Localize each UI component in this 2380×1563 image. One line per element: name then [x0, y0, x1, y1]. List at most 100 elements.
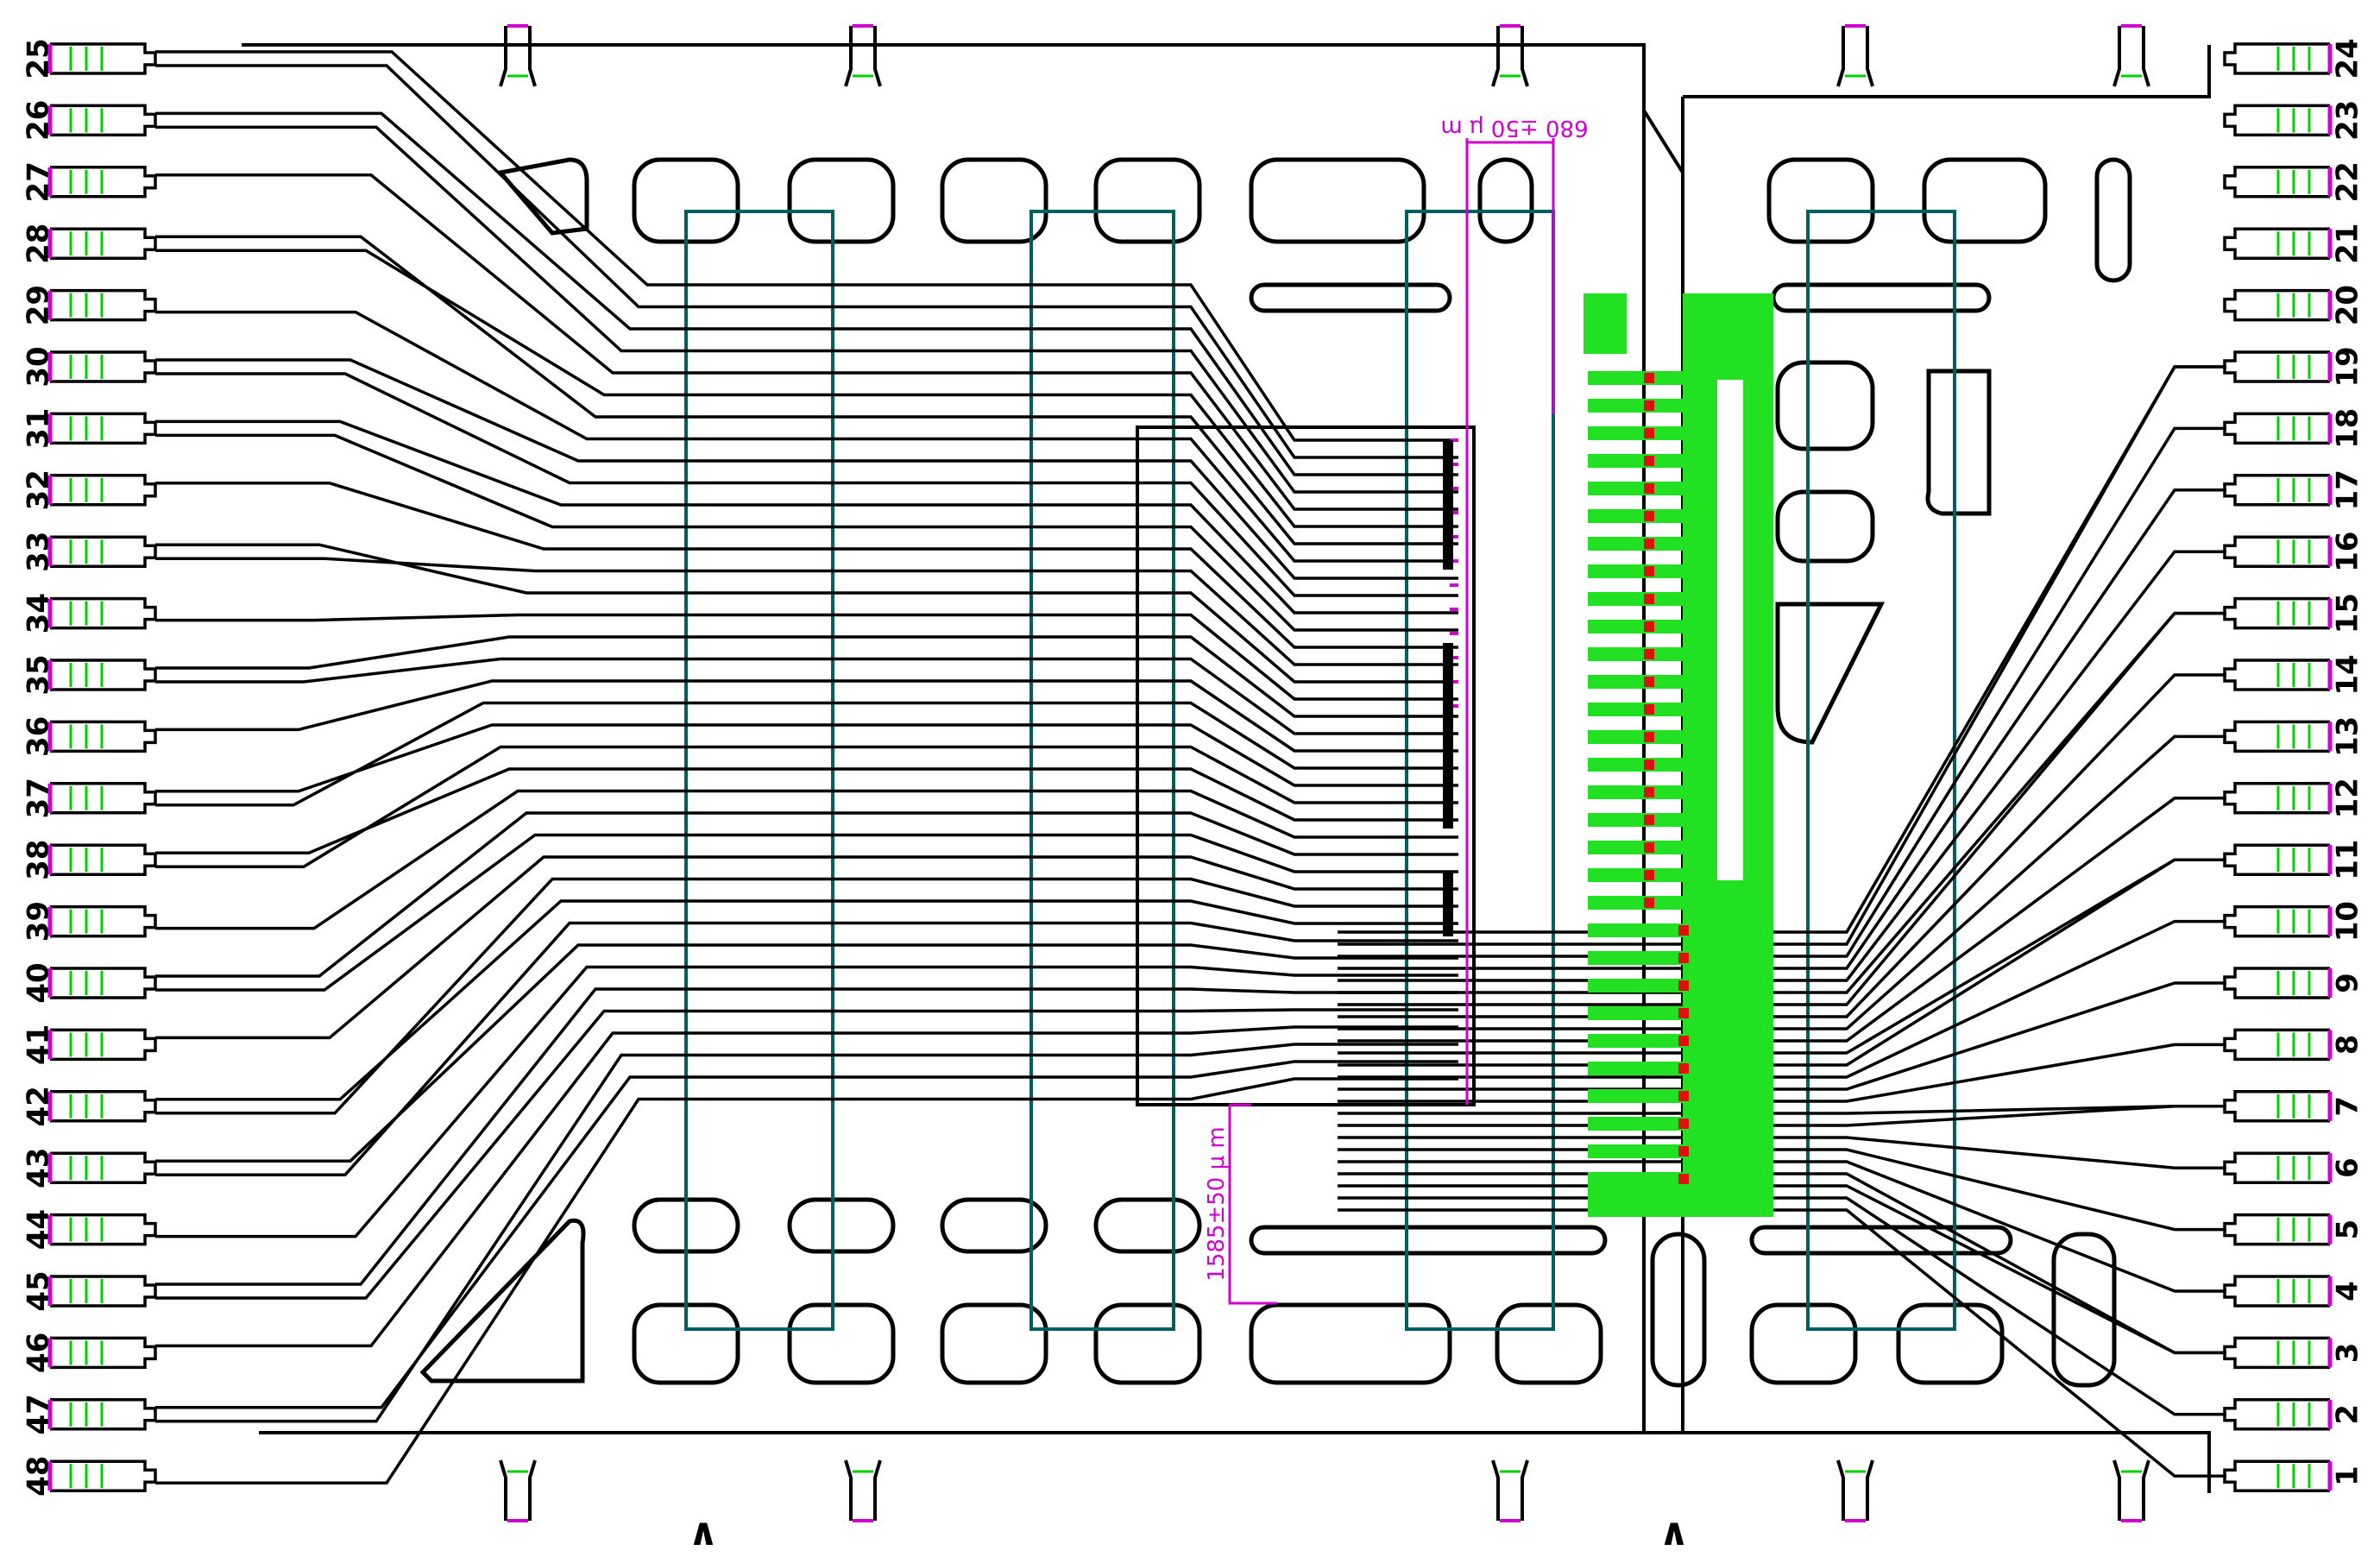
left-pin: 31: [22, 408, 157, 449]
left-pin: 36: [22, 716, 157, 757]
signal-trace: [155, 419, 1458, 614]
pin-number: 16: [2331, 532, 2365, 572]
right-pin: 11: [2223, 840, 2365, 880]
signal-trace: [1338, 1136, 2226, 1169]
signal-trace: [155, 877, 1458, 1115]
frame-hole: [1749, 1225, 2013, 1256]
frame-hole: [1771, 282, 1992, 313]
signal-trace: [155, 433, 1458, 632]
rail-tab-top: [499, 26, 537, 87]
signal-trace: [155, 50, 1458, 442]
lead-pad: [2223, 1151, 2330, 1184]
lead-pad: [50, 782, 157, 815]
solder-dot: [1644, 539, 1654, 549]
lead-pad: [50, 535, 157, 568]
right-pin: 1: [2223, 1459, 2365, 1492]
lead-pad: [2223, 720, 2330, 753]
pin-number: 11: [2331, 840, 2365, 880]
signal-trace: [155, 1008, 1458, 1300]
signal-trace: [155, 987, 1458, 1286]
signal-trace: [155, 310, 1458, 563]
lead-pad: [2223, 1275, 2330, 1308]
solder-dot: [1644, 373, 1654, 383]
pin-number: 8: [2331, 1035, 2365, 1056]
left-pin: 28: [22, 224, 157, 264]
solder-dot: [1644, 649, 1654, 659]
lead-pad: [50, 288, 157, 322]
signal-trace: [1338, 1172, 2226, 1355]
left-pin: 37: [22, 778, 157, 818]
lead-pad: [2223, 659, 2330, 691]
dimension-label-side: 1585±50 μ m: [1204, 1126, 1230, 1281]
lead-pad: [2223, 1459, 2330, 1492]
solder-dot: [1644, 677, 1654, 687]
frame-hole: [1477, 157, 1534, 244]
left-pin: 29: [22, 285, 157, 325]
solder-dot: [1644, 511, 1654, 521]
signal-trace: [155, 855, 1458, 1040]
right-pin: 2: [2223, 1398, 2365, 1431]
signal-trace: [1338, 1208, 2226, 1478]
rail-tab-bottom: [844, 1459, 882, 1521]
right-pin: 17: [2223, 470, 2365, 510]
lead-pad: [2223, 596, 2330, 630]
lead-pad: [2223, 412, 2330, 445]
pin-number: 14: [2331, 654, 2365, 695]
top-frame-bar-right: [1683, 45, 2211, 98]
signal-trace: [155, 125, 1458, 494]
right-pin: 8: [2223, 1028, 2365, 1062]
right-pin: 16: [2223, 532, 2365, 572]
lead-pad: [50, 843, 157, 876]
lead-pad: [50, 227, 157, 260]
solder-dot: [1644, 456, 1654, 466]
lead-pad: [50, 474, 157, 507]
right-pin: 9: [2223, 967, 2365, 999]
frame-hole: [1249, 157, 1426, 244]
signal-trace: [155, 1025, 1458, 1348]
left-pin: 30: [22, 346, 157, 388]
frame-hole: [1650, 1232, 1707, 1388]
lead-pad: [50, 104, 157, 137]
lead-pad: [50, 350, 157, 383]
pin-number: 2: [2331, 1404, 2365, 1425]
signal-trace: [155, 921, 1458, 1176]
bond-bar: [1443, 643, 1453, 829]
signal-trace: [1338, 611, 2226, 1006]
signal-trace: [155, 965, 1458, 1238]
signal-trace: [155, 1043, 1458, 1423]
solder-dot: [1644, 704, 1654, 715]
pin-number: 24: [2331, 38, 2365, 79]
lead-pad: [2223, 843, 2330, 876]
triangular-hole: [1775, 602, 1886, 745]
rail-tab-top: [1491, 26, 1529, 87]
frame-hole: [940, 1302, 1048, 1385]
solder-dot: [1644, 483, 1654, 494]
left-pin: 44: [22, 1209, 157, 1250]
solder-dot: [1644, 428, 1654, 438]
frame-hole: [1925, 369, 1992, 516]
signal-trace: [155, 64, 1458, 459]
signal-trace: [155, 482, 1458, 649]
lead-pad: [50, 1213, 157, 1246]
lead-pad: [2223, 1028, 2330, 1062]
pin-number: 9: [2331, 973, 2365, 993]
lead-pad: [50, 967, 157, 999]
frame-hole: [1495, 1302, 1603, 1385]
signal-trace: [155, 1060, 1458, 1409]
pin-number: 18: [2331, 408, 2365, 449]
right-pin: 14: [2223, 654, 2365, 696]
pin-number: 19: [2331, 346, 2365, 387]
rail-tab-top: [2112, 26, 2150, 87]
solder-dot: [1644, 842, 1654, 853]
lead-pad: [2223, 1213, 2330, 1246]
signal-trace: [155, 557, 1458, 666]
signal-trace: [155, 679, 1458, 753]
lead-pad: [50, 1151, 157, 1184]
bottom-frame-bar: [259, 1431, 2211, 1493]
right-pin: 18: [2223, 408, 2365, 449]
solder-dot: [1678, 1036, 1689, 1046]
alignment-mark: ∧: [688, 1510, 719, 1554]
signal-trace: [155, 1077, 1458, 1484]
dimension-label-top: 680 ±50 μ m: [1440, 115, 1588, 141]
